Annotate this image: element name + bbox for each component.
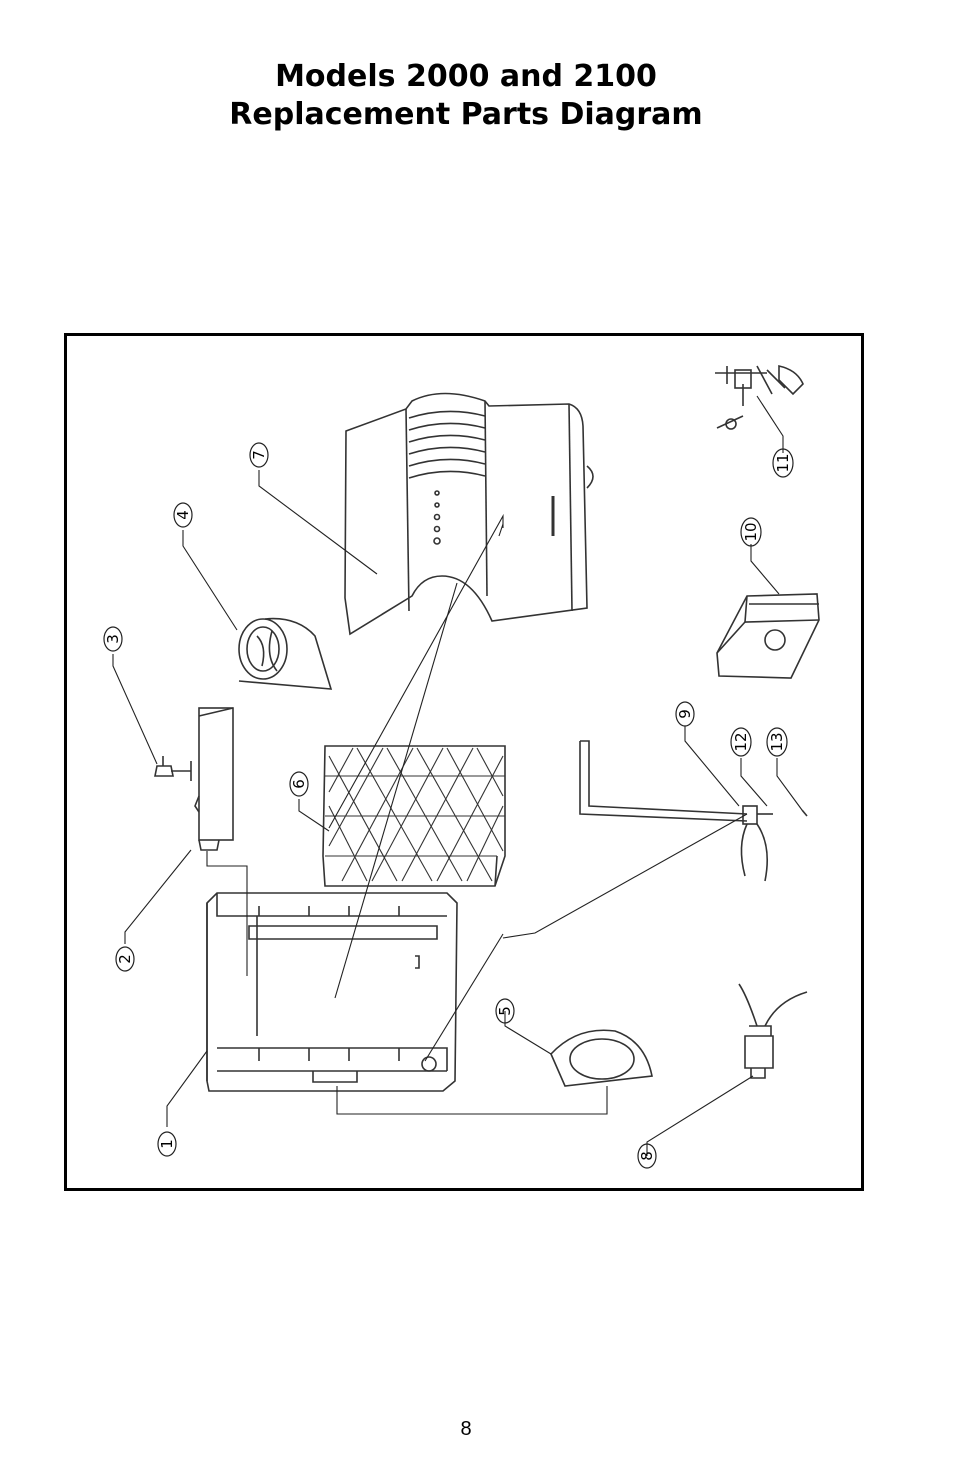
callout-5: 5 — [495, 998, 515, 1024]
part-2-bracket — [194, 707, 234, 851]
svg-text:10: 10 — [742, 522, 760, 541]
svg-text:7: 7 — [250, 450, 268, 460]
part-10-control-box — [716, 593, 820, 679]
callout-7: 7 — [249, 442, 269, 468]
part-7-cover — [344, 392, 594, 636]
callout-13: 13 — [766, 727, 788, 757]
svg-text:4: 4 — [174, 510, 192, 520]
title-line-2: Replacement Parts Diagram — [229, 97, 703, 132]
callout-3: 3 — [103, 626, 123, 652]
part-1-base — [206, 892, 458, 1092]
part-8-solenoid — [738, 983, 808, 1079]
part-5-shroud — [550, 1029, 653, 1087]
callout-12: 12 — [730, 727, 752, 757]
part-4-fan-housing — [238, 617, 333, 690]
svg-text:11: 11 — [774, 453, 792, 472]
callout-10: 10 — [740, 517, 762, 547]
parts-diagram-drawing: 1 2 3 4 5 6 7 — [103, 365, 820, 1169]
callout-6: 6 — [289, 771, 309, 797]
page-number: 8 — [460, 1418, 472, 1440]
callout-8: 8 — [637, 1143, 657, 1169]
title-line-1: Models 2000 and 2100 — [275, 59, 657, 94]
callout-2: 2 — [115, 946, 135, 972]
part-11-hardware — [715, 365, 804, 430]
svg-text:13: 13 — [768, 732, 786, 751]
callout-11: 11 — [772, 448, 794, 478]
svg-text:8: 8 — [638, 1151, 656, 1161]
svg-text:3: 3 — [104, 634, 122, 644]
svg-text:1: 1 — [158, 1139, 176, 1149]
callout-1: 1 — [157, 1131, 177, 1157]
svg-text:6: 6 — [290, 779, 308, 789]
part-3-valve — [154, 756, 192, 781]
svg-text:12: 12 — [732, 732, 750, 751]
svg-text:2: 2 — [116, 954, 134, 964]
svg-text:9: 9 — [676, 709, 694, 719]
page-title: Models 2000 and 2100 Replacement Parts D… — [0, 58, 932, 134]
svg-text:5: 5 — [496, 1006, 514, 1016]
callout-4: 4 — [173, 502, 193, 528]
part-6-filter — [322, 745, 506, 887]
callout-9: 9 — [675, 701, 695, 727]
part-9-water-tube — [579, 740, 808, 882]
parts-diagram: 1 2 3 4 5 6 7 — [64, 333, 864, 1191]
